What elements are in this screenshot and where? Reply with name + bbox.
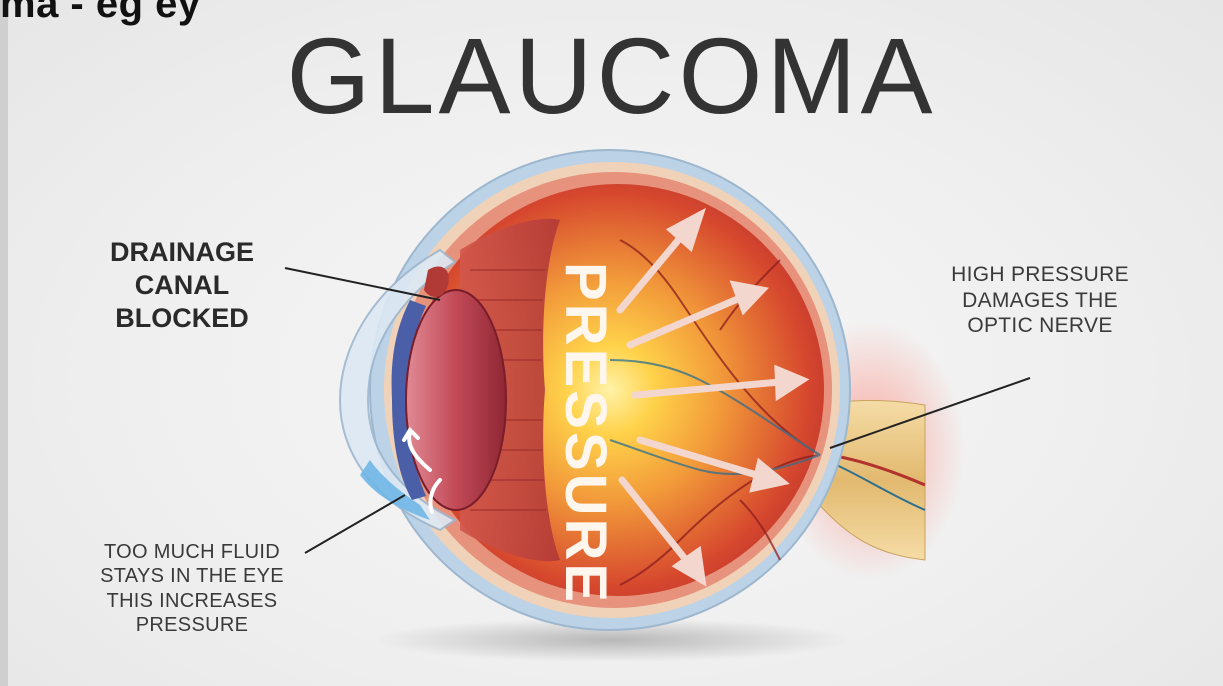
- pressure-label: PRESSURE: [553, 262, 618, 605]
- lens: [406, 290, 506, 510]
- drainage-canal-label: DRAINAGE CANAL BLOCKED: [72, 236, 292, 335]
- optic-nerve-label: HIGH PRESSURE DAMAGES THE OPTIC NERVE: [905, 262, 1175, 339]
- fluid-label: TOO MUCH FLUID STAYS IN THE EYE THIS INC…: [52, 540, 332, 638]
